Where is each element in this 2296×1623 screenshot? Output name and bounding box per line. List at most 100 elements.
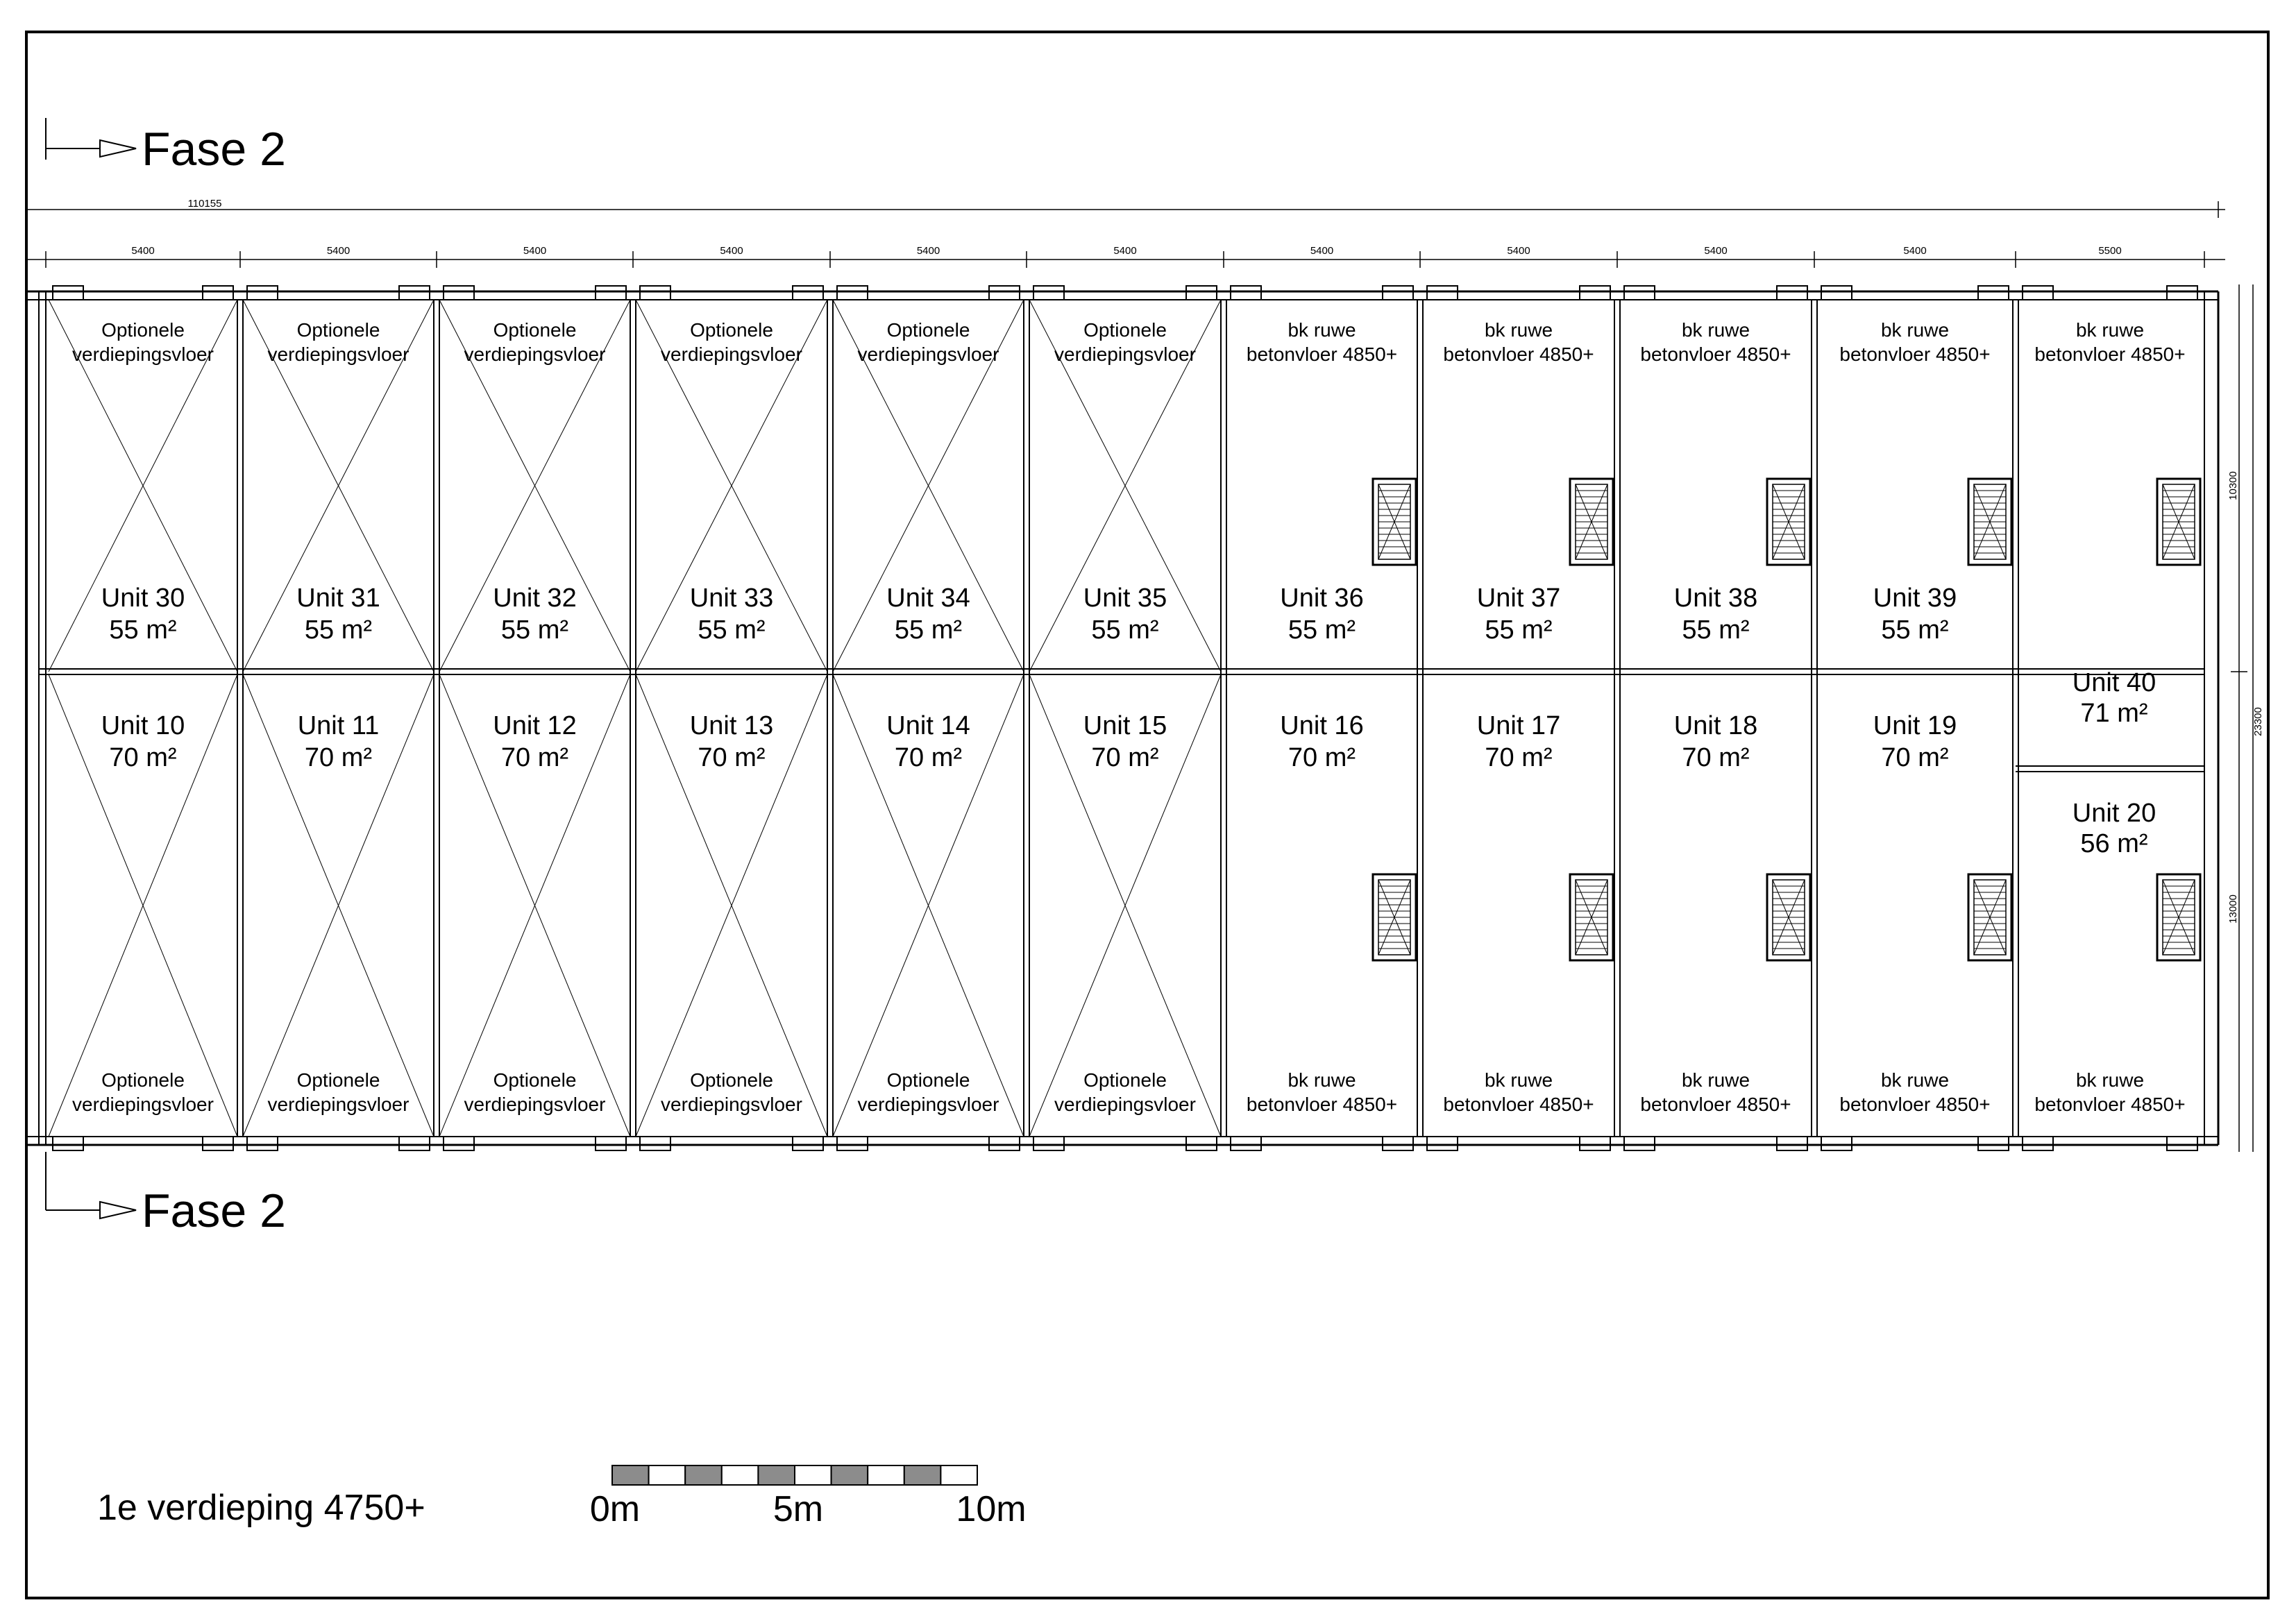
overall-dimension: 110155 — [26, 198, 2225, 218]
wall-pier — [1230, 1136, 1262, 1151]
floor-note: verdiepingsvloer — [1054, 1094, 1196, 1115]
floor-note: Optionele — [1083, 1069, 1167, 1091]
wall-pier — [1033, 1136, 1065, 1151]
unit-area: 55 m² — [1682, 615, 1749, 645]
wall-pier — [2166, 285, 2198, 300]
floor-note: verdiepingsvloer — [268, 343, 410, 365]
void-cross-line — [242, 674, 434, 1137]
drawing-title: 1e verdieping 4750+ — [97, 1488, 425, 1528]
unit-area: 55 m² — [305, 615, 372, 645]
staircase-icon — [1569, 477, 1614, 566]
staircase-icon — [1569, 873, 1614, 962]
floor-note: bk ruwe — [1881, 1069, 1949, 1091]
void-cross-line — [439, 299, 631, 672]
staircase-icon — [1371, 477, 1417, 566]
bay-dimension-text: 5400 — [1507, 245, 1530, 257]
scale-bar-segment — [757, 1465, 796, 1486]
void-cross-line — [1029, 674, 1222, 1137]
void-cross-line — [1029, 299, 1222, 672]
unit-area: 55 m² — [1881, 615, 1948, 645]
section-label-bottom: Fase 2 — [142, 1184, 286, 1237]
last-bay-units: Unit 40 71 m² Unit 20 56 m² — [2073, 668, 2156, 858]
unit-area: 71 m² — [2080, 699, 2147, 728]
unit-name: Unit 36 — [1280, 584, 1363, 613]
floor-note: Optionele — [493, 319, 577, 341]
wall-pier — [52, 285, 84, 300]
floor-note: Optionele — [690, 319, 773, 341]
floor-note: verdiepingsvloer — [268, 1094, 410, 1115]
bay-4: OptioneleverdiepingsvloerOptioneleverdie… — [635, 299, 828, 1137]
wall-pier — [639, 285, 671, 300]
void-cross-line — [439, 674, 631, 1137]
wall-pier — [988, 285, 1020, 300]
void-cross-line — [635, 299, 828, 672]
scale-bar-segment — [720, 1465, 759, 1486]
unit-name: Unit 13 — [690, 711, 773, 740]
floor-note: betonvloer 4850+ — [1839, 343, 1990, 365]
staircase-icon — [2156, 477, 2202, 566]
floor-note: Optionele — [690, 1069, 773, 1091]
unit-name: Unit 10 — [101, 711, 185, 740]
bay-3: OptioneleverdiepingsvloerOptioneleverdie… — [439, 299, 631, 1137]
floor-note: bk ruwe — [1485, 1069, 1553, 1091]
scale-bar-segment — [830, 1465, 869, 1486]
unit-name: Unit 11 — [298, 711, 380, 740]
right-dimension-lower: 13000 — [2227, 894, 2239, 924]
section-label-top: Fase 2 — [142, 123, 286, 176]
floor-note: bk ruwe — [1682, 319, 1750, 341]
wall-pier — [2022, 1136, 2054, 1151]
unit-name: Unit 34 — [886, 584, 970, 613]
wall-pier — [836, 1136, 868, 1151]
void-cross-line — [242, 299, 434, 672]
floor-note: Optionele — [1083, 319, 1167, 341]
wall-pier — [443, 285, 475, 300]
wall-pier — [398, 1136, 430, 1151]
unit-name: Unit 32 — [493, 584, 576, 613]
floor-note: Optionele — [887, 1069, 970, 1091]
wall-pier — [1230, 285, 1262, 300]
scale-label-0: 0m — [590, 1489, 640, 1529]
staircase-icon — [1967, 477, 2013, 566]
floor-note: Optionele — [101, 1069, 185, 1091]
unit-area: 70 m² — [501, 743, 568, 772]
wall-pier — [1977, 285, 2009, 300]
void-cross-line — [832, 674, 1024, 1137]
wall-pier — [2166, 1136, 2198, 1151]
unit-name: Unit 37 — [1477, 584, 1560, 613]
unit-name: Unit 40 — [2073, 668, 2156, 697]
floor-note: bk ruwe — [1485, 319, 1553, 341]
floor-note: verdiepingsvloer — [72, 343, 214, 365]
floor-note: betonvloer 4850+ — [1247, 1094, 1397, 1115]
scale-bar-segment — [867, 1465, 905, 1486]
unit-name: Unit 14 — [886, 711, 970, 740]
unit-name: Unit 12 — [493, 711, 576, 740]
wall-pier — [1776, 285, 1808, 300]
right-dimension-upper: 10300 — [2227, 471, 2239, 500]
bay-dimension-text: 5400 — [1704, 245, 1727, 257]
unit-area: 70 m² — [698, 743, 765, 772]
floor-note: bk ruwe — [1288, 1069, 1356, 1091]
floor-note: Optionele — [887, 319, 970, 341]
bay-5: OptioneleverdiepingsvloerOptioneleverdie… — [832, 299, 1024, 1137]
unit-area: 55 m² — [501, 615, 568, 645]
right-dimension-chain: 10300 13000 23300 — [2227, 284, 2264, 1152]
unit-area: 56 m² — [2080, 829, 2147, 858]
wall-pier — [595, 285, 627, 300]
building-outline — [26, 290, 2220, 1146]
bay-dimension-text: 5400 — [720, 245, 743, 257]
unit-area: 70 m² — [1881, 743, 1948, 772]
unit-area: 70 m² — [895, 743, 962, 772]
wall-pier — [2022, 285, 2054, 300]
arrow-icon — [99, 139, 137, 158]
wall-pier — [1382, 1136, 1414, 1151]
unit-area: 70 m² — [305, 743, 372, 772]
bay-dimension-text: 5400 — [131, 245, 154, 257]
wall-pier — [1623, 285, 1655, 300]
wall-pier — [792, 1136, 824, 1151]
scale-bar-segment — [648, 1465, 686, 1486]
right-dimension-total: 23300 — [2252, 707, 2264, 736]
wall-pier — [1623, 1136, 1655, 1151]
wall-pier — [1426, 1136, 1458, 1151]
